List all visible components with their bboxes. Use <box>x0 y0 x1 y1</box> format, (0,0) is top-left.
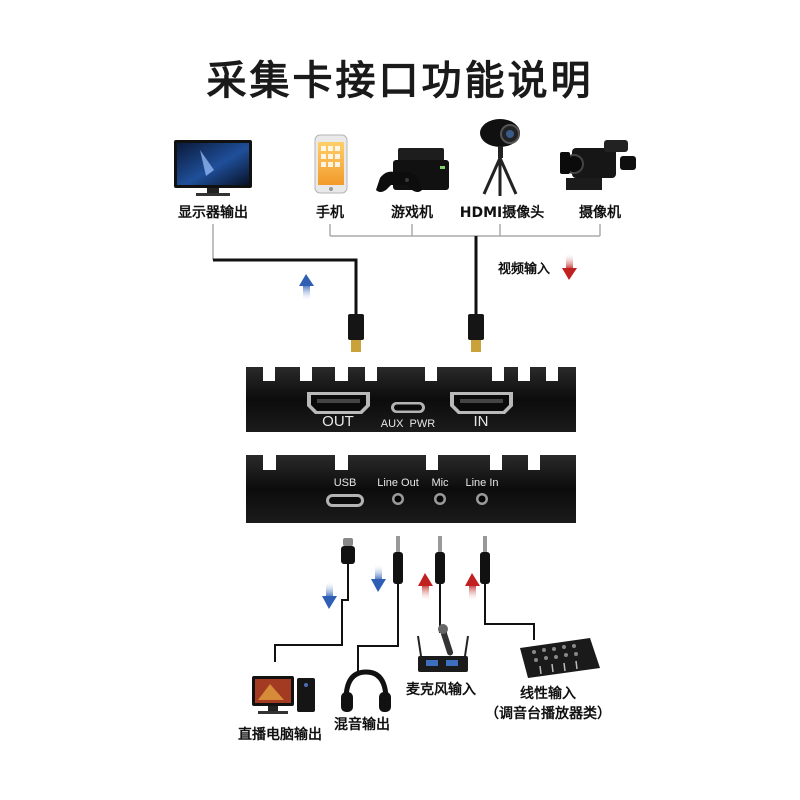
usb-output-down-arrow-icon <box>322 582 337 609</box>
line-in-up-arrow-icon <box>465 573 480 600</box>
monitor-output-label: 显示器输出 <box>178 205 248 221</box>
usb-cable <box>274 538 355 662</box>
camcorder-icon <box>560 140 636 190</box>
hdmi-in-label: IN <box>473 413 489 430</box>
line-out-label: Line Out <box>377 477 419 489</box>
capture-card-front-panel <box>246 367 576 432</box>
usb-label: USB <box>333 477 357 489</box>
hdmi-in-port <box>450 392 513 414</box>
video-input-down-arrow-icon <box>562 254 577 280</box>
game-console-label: 游戏机 <box>391 205 433 221</box>
line-in-jack <box>476 493 488 505</box>
monitor-cable <box>212 224 364 352</box>
output-up-arrow-icon <box>299 274 314 300</box>
hdmi-camera-icon <box>480 119 520 196</box>
pc-icon <box>252 676 315 714</box>
line-out-down-arrow-icon <box>371 565 386 592</box>
monitor-icon <box>174 140 252 196</box>
wireless-mic-receiver-icon <box>417 624 469 672</box>
mic-label: Mic <box>431 477 449 489</box>
input-cable <box>468 236 484 352</box>
hdmi-camera-label: HDMI摄像头 <box>459 205 545 221</box>
mic-jack <box>434 493 446 505</box>
usb-type-c-port <box>326 494 364 507</box>
line-out-cable <box>357 536 403 672</box>
line-in-label: Line In <box>465 477 499 489</box>
audio-mixer-icon <box>520 638 600 678</box>
line-out-jack <box>392 493 404 505</box>
line-input-note: （调音台播放器类） <box>485 706 611 722</box>
video-input-label: 视频输入 <box>498 262 551 277</box>
input-source-bracket <box>329 224 601 237</box>
mic-up-arrow-icon <box>418 573 433 600</box>
phone-label: 手机 <box>316 205 344 221</box>
line-input-label: 线性输入 （调音台播放器类） <box>485 683 611 723</box>
line-in-cable <box>480 536 535 640</box>
phone-icon <box>314 134 348 194</box>
game-console-icon <box>376 148 449 192</box>
line-input-title: 线性输入 <box>520 686 576 702</box>
capture-card-back-panel <box>246 455 576 523</box>
pc-output-label: 直播电脑输出 <box>238 727 322 743</box>
mic-input-label: 麦克风输入 <box>406 682 476 698</box>
hdmi-out-port <box>307 392 370 414</box>
mix-output-label: 混音输出 <box>334 717 390 733</box>
aux-pwr-type-c-port <box>391 402 425 413</box>
aux-pwr-label: AUX PWR <box>380 418 436 430</box>
hdmi-out-label: OUT <box>322 413 354 430</box>
camcorder-label: 摄像机 <box>579 205 621 221</box>
page-title: 采集卡接口功能说明 <box>206 58 594 104</box>
headphone-icon <box>341 669 391 712</box>
